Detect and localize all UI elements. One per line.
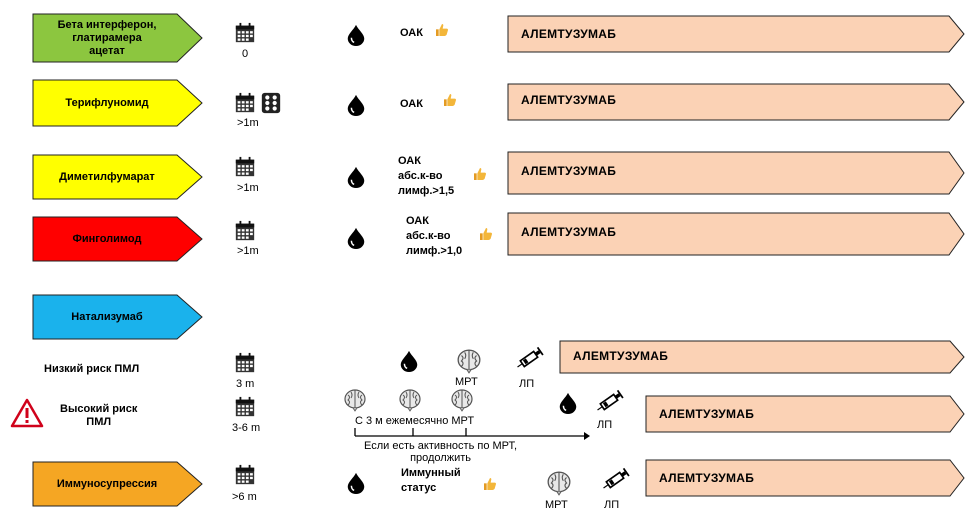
result-arrow-shape — [645, 459, 965, 497]
high-risk-label: Высокий риск ПМЛ — [60, 403, 138, 428]
interval-label: 3-6 m — [232, 422, 261, 434]
test-label: ОАК — [400, 27, 423, 39]
arrow-shape — [32, 216, 203, 262]
result-arrow: АЛЕМТУЗУМАБ — [645, 459, 965, 497]
drug-label: Иммуносупрессия — [56, 477, 158, 490]
test-label: ОАК абс.к-во лимф.>1,0 — [406, 215, 463, 257]
mri-label: МРТ — [455, 376, 478, 388]
drug-label: Диметилфумарат — [59, 170, 155, 183]
mri-label: МРТ — [545, 499, 568, 511]
result-label: АЛЕМТУЗУМАБ — [521, 164, 617, 178]
result-arrow: АЛЕМТУЗУМАБ — [645, 395, 965, 433]
result-arrow-shape — [507, 15, 965, 53]
result-arrow: АЛЕМТУЗУМАБ — [507, 151, 965, 195]
result-arrow: АЛЕМТУЗУМАБ — [507, 15, 965, 53]
calendar-icon — [234, 352, 256, 374]
thumbs-up-icon — [482, 476, 498, 492]
test-label: Иммунный статус — [401, 467, 461, 494]
drug-arrow-beta-interferon: Бета интерферон, глатирамера ацетат — [32, 13, 204, 63]
interval-label: >1m — [237, 117, 259, 129]
result-label: АЛЕМТУЗУМАБ — [659, 471, 755, 485]
calendar-icon — [234, 464, 256, 486]
thumbs-up-icon — [472, 166, 488, 182]
interval-label: 3 m — [236, 378, 255, 390]
lp-label: ЛП — [519, 378, 535, 390]
brain-icon — [450, 388, 474, 412]
result-label: АЛЕМТУЗУМАБ — [659, 407, 755, 421]
thumbs-up-icon — [478, 226, 494, 242]
arrow-shape — [32, 13, 203, 63]
warning-icon — [10, 398, 44, 428]
drug-label: Бета интерферон, глатирамера ацетат — [57, 18, 157, 57]
thumbs-up-icon — [442, 92, 458, 108]
lp-label: ЛП — [597, 419, 613, 431]
syringe-icon — [592, 388, 626, 416]
blood-drop-icon — [345, 94, 367, 116]
thumbs-up-icon — [434, 22, 450, 38]
result-label: АЛЕМТУЗУМАБ — [521, 93, 617, 107]
calendar-icon — [234, 396, 256, 418]
arrow-shape — [32, 154, 203, 200]
arrow-shape — [32, 79, 203, 127]
interval-label: >6 m — [232, 491, 257, 503]
result-label: АЛЕМТУЗУМАБ — [573, 349, 669, 363]
test-label: ОАК абс.к-во лимф.>1,5 — [398, 155, 455, 197]
calendar-icon — [234, 22, 256, 44]
calendar-icon — [234, 92, 256, 114]
arrow-shape — [32, 294, 203, 340]
lp-label: ЛП — [604, 499, 620, 511]
result-arrow-shape — [645, 395, 965, 433]
result-arrow: АЛЕМТУЗУМАБ — [507, 83, 965, 121]
test-label: ОАК — [400, 98, 423, 110]
result-arrow: АЛЕМТУЗУМАБ — [559, 340, 965, 374]
result-arrow-shape — [507, 83, 965, 121]
result-arrow: АЛЕМТУЗУМАБ — [507, 212, 965, 256]
interval-label: 0 — [242, 48, 249, 60]
blood-drop-icon — [345, 472, 367, 494]
result-arrow-shape — [507, 212, 965, 256]
drug-label: Терифлуномид — [65, 96, 149, 109]
calendar-icon — [234, 156, 256, 178]
brain-icon — [398, 388, 422, 412]
interval-label: >1m — [237, 245, 259, 257]
timeline-text: С 3 м ежемесячно МРТ — [355, 415, 475, 427]
continue-note: Если есть активность по МРТ, продолжить — [364, 440, 518, 464]
blood-drop-icon — [345, 24, 367, 46]
brain-icon — [456, 348, 482, 374]
drug-arrow-dimethylfumarate: Диметилфумарат — [32, 154, 204, 200]
drug-label: Натализумаб — [71, 310, 143, 323]
blood-drop-icon — [345, 166, 367, 188]
timeline-arrow — [354, 428, 590, 440]
drug-arrow-teriflunomide: Терифлуномид — [32, 79, 204, 127]
blood-drop-icon — [345, 227, 367, 249]
syringe-icon — [512, 345, 546, 373]
brain-icon — [343, 388, 367, 412]
drug-arrow-natalizumab: Натализумаб — [32, 294, 204, 340]
blood-drop-icon — [557, 392, 579, 414]
result-label: АЛЕМТУЗУМАБ — [521, 27, 617, 41]
low-risk-label: Низкий риск ПМЛ — [44, 363, 140, 375]
pill-pack-icon — [260, 92, 282, 114]
drug-label: Финголимод — [72, 232, 142, 245]
drug-arrow-fingolimod: Финголимод — [32, 216, 204, 262]
brain-icon — [546, 470, 572, 496]
result-arrow-shape — [507, 151, 965, 195]
interval-label: >1m — [237, 182, 259, 194]
blood-drop-icon — [398, 350, 420, 372]
result-label: АЛЕМТУЗУМАБ — [521, 225, 617, 239]
calendar-icon — [234, 220, 256, 242]
arrow-shape — [32, 461, 203, 507]
result-arrow-shape — [559, 340, 965, 374]
drug-arrow-immunosuppression: Иммуносупрессия — [32, 461, 204, 507]
syringe-icon — [598, 466, 632, 494]
